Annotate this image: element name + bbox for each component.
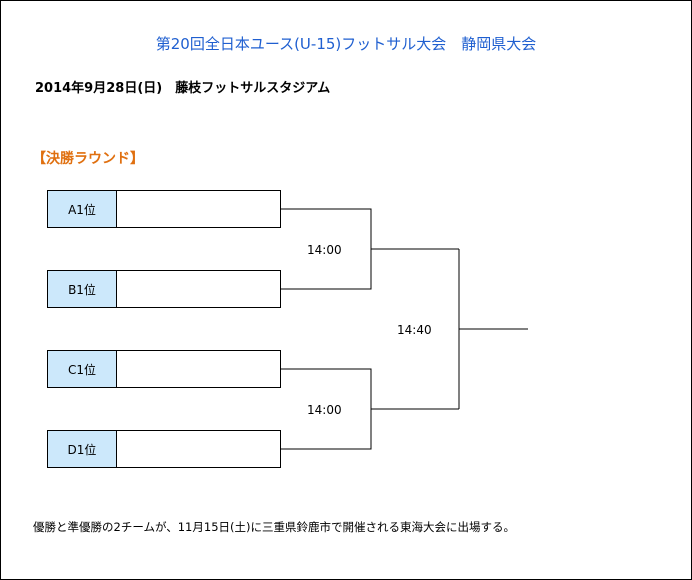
team-seed-label: A1位: [48, 191, 117, 227]
section-heading: 【決勝ラウンド】: [32, 151, 144, 167]
match-time-semifinal-1: 14:00: [307, 243, 342, 257]
match-time-final: 14:40: [397, 323, 432, 337]
team-slot-b1: B1位: [47, 270, 281, 308]
team-slot-c1: C1位: [47, 350, 281, 388]
match-time-semifinal-2: 14:00: [307, 403, 342, 417]
team-seed-label: B1位: [48, 271, 117, 307]
team-slot-a1: A1位: [47, 190, 281, 228]
footnote: 優勝と準優勝の2チームが、11月15日(土)に三重県鈴鹿市で開催される東海大会に…: [33, 520, 515, 534]
team-seed-label: D1位: [48, 431, 117, 467]
date-venue: 2014年9月28日(日) 藤枝フットサルスタジアム: [35, 81, 331, 96]
team-slot-d1: D1位: [47, 430, 281, 468]
team-seed-label: C1位: [48, 351, 117, 387]
page-title: 第20回全日本ユース(U-15)フットサル大会 静岡県大会: [155, 35, 537, 53]
